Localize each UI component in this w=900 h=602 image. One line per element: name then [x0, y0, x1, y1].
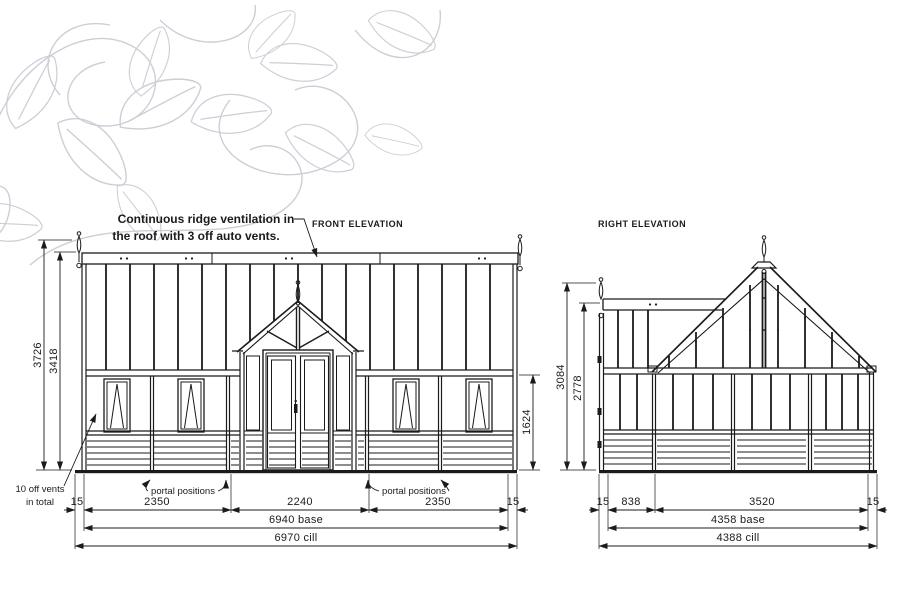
front-dim-height-eaves: 1624 — [521, 409, 533, 435]
leaf-icon — [0, 185, 46, 262]
finial-right — [517, 234, 523, 272]
right-dim-height-total: 3084 — [555, 364, 567, 390]
finial-porch-end — [598, 277, 604, 319]
right-dim-cill: 4388 cill — [716, 532, 759, 544]
ridge-annotation-line2: the roof with 3 off auto vents. — [112, 229, 279, 243]
leaf-icon — [112, 23, 189, 98]
leaf-icon — [259, 25, 341, 102]
louvre-vents — [103, 378, 493, 433]
ridge-annotation-leader — [294, 218, 318, 258]
leaf-icon — [363, 109, 425, 172]
front-dim-15-left: 15 — [71, 496, 84, 508]
hinge-marks — [597, 356, 602, 448]
right-elevation-drawing — [597, 235, 877, 474]
front-elevation-drawing — [75, 231, 523, 474]
portal-positions-label-right: portal positions — [382, 486, 446, 497]
vents-annotation-line2: in total — [26, 497, 54, 508]
vents-annotation-leader — [63, 413, 97, 487]
front-dim-height-ridge: 3418 — [48, 348, 60, 374]
front-elevation-title: FRONT ELEVATION — [312, 219, 403, 229]
right-dim-base: 4358 base — [711, 514, 765, 526]
porch-gable — [232, 280, 364, 355]
leaf-icon — [189, 77, 275, 153]
front-dim-bay-center: 2240 — [287, 496, 313, 508]
front-dim-bay-left: 2350 — [144, 496, 170, 508]
right-dim-15-right: 15 — [867, 496, 880, 508]
leaf-icon — [367, 0, 439, 72]
portal-positions-label-left: portal positions — [151, 486, 215, 497]
ridge-vent-dots — [119, 257, 487, 260]
right-elevation-title: RIGHT ELEVATION — [598, 219, 686, 229]
ridge-annotation-line1: Continuous ridge ventilation in — [118, 212, 295, 226]
vents-annotation-line1: 10 off vents — [16, 484, 65, 495]
glazing-clip-dots — [695, 294, 833, 343]
leaf-icon — [283, 108, 358, 190]
right-dim-porch-depth: 838 — [621, 496, 640, 508]
front-dim-base: 6940 base — [269, 514, 323, 526]
finial-left — [76, 231, 82, 269]
leaf-decoration — [0, 0, 441, 266]
front-dim-bay-right: 2350 — [425, 496, 451, 508]
front-dim-height-total: 3726 — [32, 342, 44, 368]
leaf-icon — [56, 107, 130, 198]
front-dim-15-right: 15 — [507, 496, 520, 508]
leaf-icon — [0, 51, 77, 130]
right-dim-span: 3520 — [749, 496, 775, 508]
leaf-icon — [240, 8, 304, 60]
right-dim-height-inner: 2778 — [572, 375, 584, 401]
double-door — [262, 349, 334, 471]
front-dim-cill: 6970 cill — [274, 532, 317, 544]
door-handle — [294, 399, 298, 413]
finial-gable-peak — [750, 235, 778, 274]
dimension-lines — [36, 218, 887, 550]
right-dim-15-left: 15 — [597, 496, 610, 508]
